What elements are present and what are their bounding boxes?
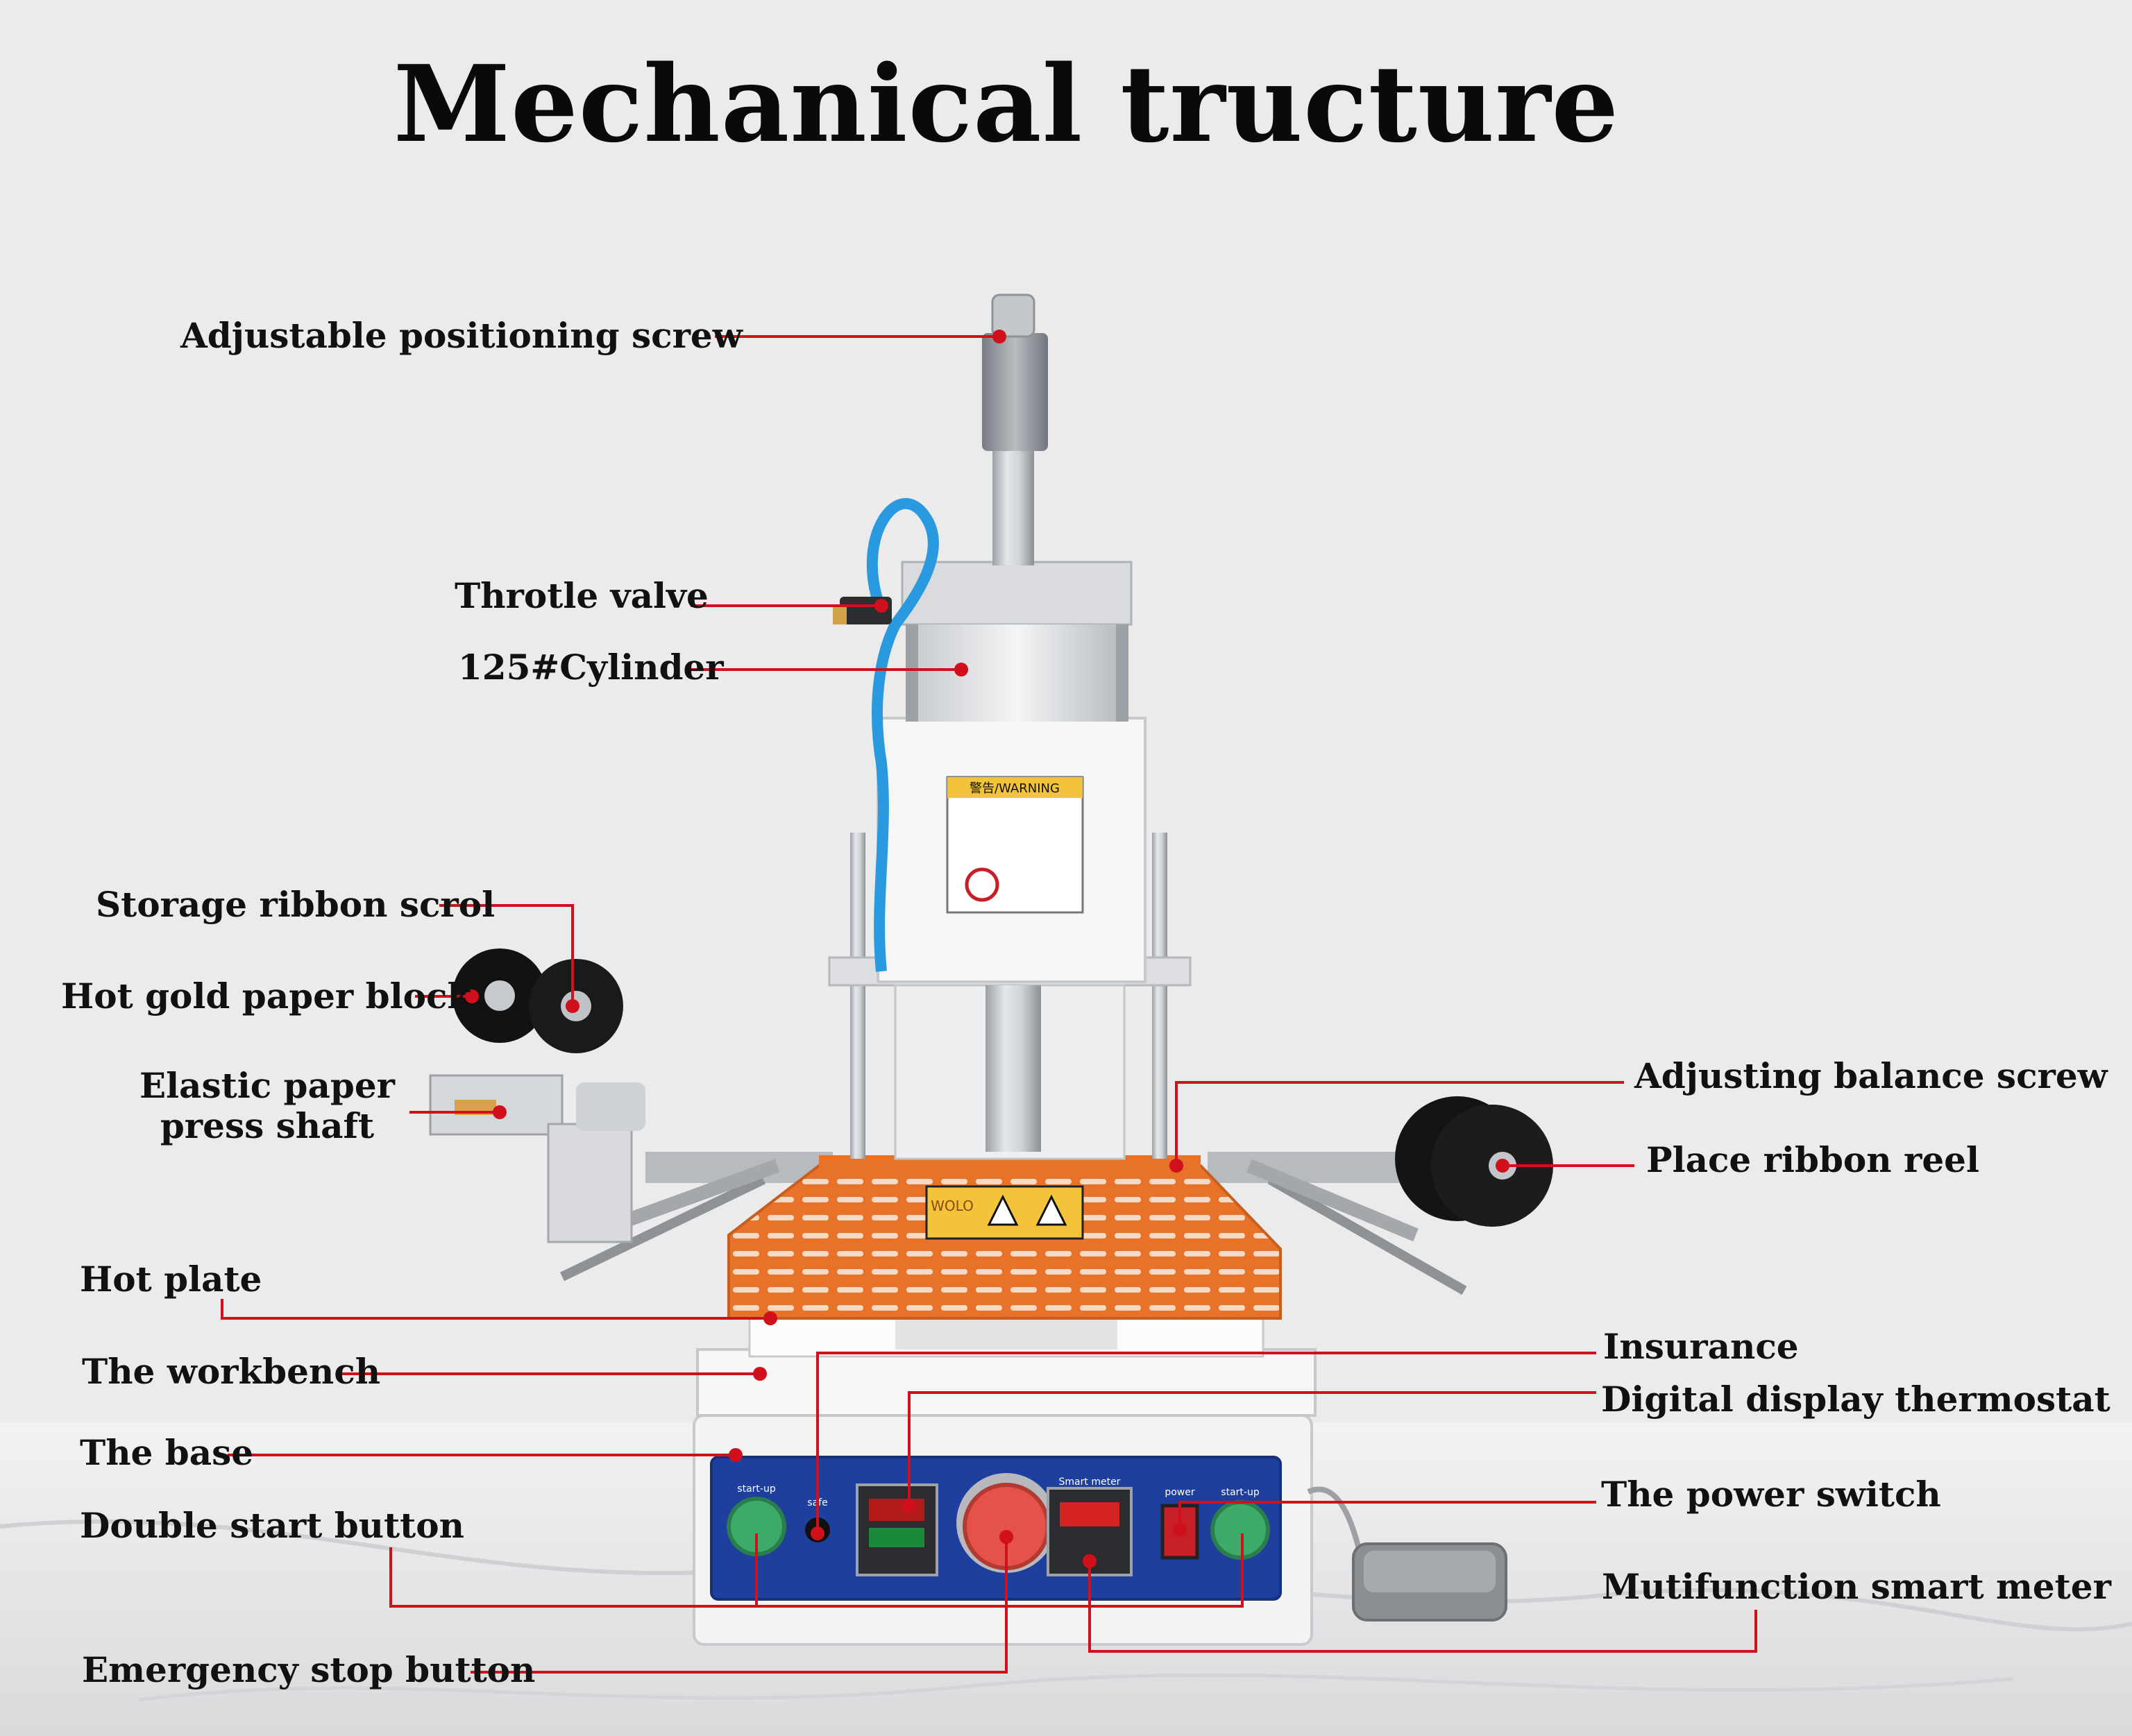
leader-dot [465,989,479,1003]
label-cylinder: 125#Cylinder [458,647,724,688]
label-adjustable-positioning-screw: Adjustable positioning screw [180,315,743,356]
power-label: power [1165,1487,1195,1498]
right-arm [1267,1175,1467,1295]
label-double-start-button: Double start button [80,1505,464,1546]
leader-dot [954,663,968,676]
leader-thermostat [908,1391,1596,1506]
leader-adjusting-balance [1175,1081,1624,1166]
warning-sticker-header [947,777,1083,798]
guide-rod-left [850,833,865,1159]
top-rod [992,444,1034,565]
hot-gold-paper-reel-hub [484,980,515,1011]
start-up-label-left: start-up [737,1483,776,1495]
positioning-screw-tip [991,293,1035,338]
leader-dot [493,1105,507,1119]
thermostat-display-bottom [869,1528,924,1547]
label-storage-ribbon-scroll: Storage ribbon scrol [96,884,496,925]
base-top-plate [696,1348,1317,1417]
right-diag [1246,1159,1419,1242]
left-roller [576,1082,645,1131]
leader-smart-meter [1088,1561,1757,1653]
leader-dot [1496,1159,1509,1173]
leader-dot [999,1530,1013,1544]
label-adjusting-balance-screw: Adjusting balance screw [1634,1055,2108,1096]
label-emergency-stop-button: Emergency stop button [82,1649,536,1690]
label-throttle-valve: Throtle valve [455,575,709,616]
piston-rod [985,985,1041,1152]
left-arm [559,1175,766,1282]
no-hands-icon [965,867,999,902]
page-title: Mechanical tructure [393,42,1620,166]
leader-emergency-stop [471,1537,1008,1674]
leader-dot [811,1526,824,1540]
guide-rod-right [1152,833,1167,1159]
start-up-label-right: start-up [1221,1487,1260,1498]
leader-insurance [816,1352,1596,1533]
throttle-valve-screw [833,607,847,624]
leader-hot-plate [221,1299,770,1320]
hazard-icon [1035,1194,1067,1226]
label-place-ribbon-reel: Place ribbon reel [1646,1139,1979,1180]
left-diag [622,1159,780,1228]
marble-vein [138,1673,2013,1702]
leader-dot [1169,1159,1183,1173]
thermostat-display-top [869,1499,924,1521]
cylinder-cap-top [901,561,1133,626]
leader-dots [465,330,1509,1568]
leader-dot [763,1311,777,1325]
label-elastic-paper-press-shaft: Elastic paper press shaft [139,1066,396,1146]
hazard-icon [987,1194,1019,1226]
leader-dot [1083,1554,1097,1568]
smart-meter-caption: Smart meter [1059,1477,1121,1488]
hot-plate-brand: WOLO [931,1198,974,1214]
label-elastic-paper-line1: Elastic paper [139,1065,396,1106]
label-base: The base [80,1432,254,1473]
cylinder-body [916,624,1117,722]
leader-dot [753,1367,767,1381]
positioning-screw-sleeve [982,333,1048,451]
leader-storage-ribbon [439,904,574,1006]
leader-dot [874,599,888,613]
label-digital-display-thermostat: Digital display thermostat [1601,1379,2110,1420]
leader-dot [729,1448,743,1462]
label-workbench: The workbench [82,1351,381,1392]
leader-lines [221,335,1757,1674]
start-up-button-right[interactable] [1210,1500,1270,1560]
left-side-plate [547,1123,633,1243]
label-multifunction-smart-meter: Mutifunction smart meter [1602,1566,2111,1607]
air-hose [866,497,939,972]
leader-double-start [389,1533,1244,1608]
cylinder-tie-rod-right [1116,624,1128,722]
warning-sticker-text: 警告/WARNING [970,781,1060,796]
label-insurance: Insurance [1603,1326,1799,1367]
leader-dot [566,999,579,1013]
foot-pedal-top [1364,1551,1496,1592]
leader-dot [902,1499,916,1513]
smart-meter-display [1060,1502,1119,1526]
leader-power-switch [1178,1501,1596,1530]
label-hot-gold-paper-block: Hot gold paper block [61,976,472,1016]
label-power-switch: The power switch [1601,1474,1941,1515]
pedal-cable [1307,1486,1363,1555]
leader-dot [992,330,1006,343]
leader-dot [1173,1523,1187,1537]
label-hot-plate: Hot plate [80,1259,262,1300]
label-elastic-paper-line2: press shaft [160,1105,375,1146]
cylinder-tie-rod-left [906,624,918,722]
